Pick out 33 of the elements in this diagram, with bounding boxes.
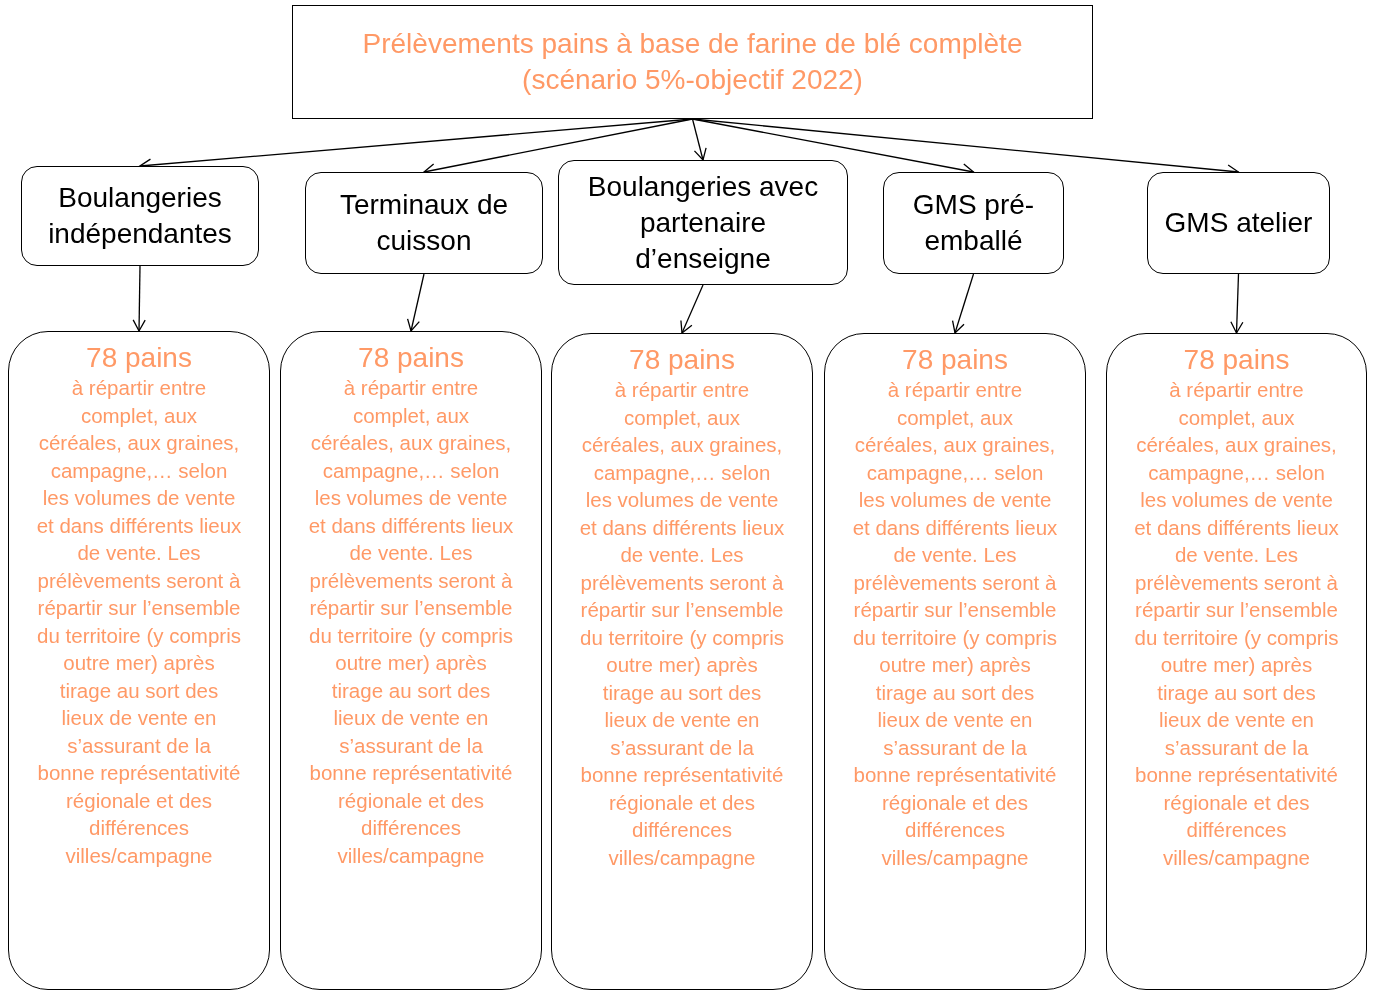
sampling-description: à répartir entre complet, aux céréales, aux graines, campagne,… selon les volumes de vente et dans différents lieux de vente. Les prélèvements seront à répartir sur l’ensemble du territoire (y compris outre mer) après tirage au sort des lieux de vente en s’assurant de la bonne représentativité régionale et des différences villes/campagne — [1134, 377, 1339, 871]
sampling-box — [824, 333, 1086, 990]
arrow — [680, 284, 704, 334]
category-box — [1147, 172, 1330, 274]
sample-count: 78 pains — [629, 344, 735, 376]
category-box — [305, 172, 543, 274]
category-box — [21, 166, 259, 266]
sampling-box — [8, 331, 270, 990]
sampling-box — [280, 331, 542, 990]
arrow — [691, 118, 707, 161]
sample-count: 78 pains — [358, 342, 464, 374]
arrow — [1230, 273, 1244, 334]
arrow — [406, 273, 425, 332]
sampling-description: à répartir entre complet, aux céréales, aux graines, campagne,… selon les volumes de vente et dans différents lieux de vente. Les prélèvements seront à répartir sur l’ensemble du territoire (y compris outre mer) après tirage au sort des lieux de vente en s’assurant de la bonne représentativité régionale et des différences villes/campagne — [36, 375, 242, 869]
category-label: Boulangeries avec partenaire d’enseigne — [586, 169, 820, 276]
sampling-description: à répartir entre complet, aux céréales, aux graines, campagne,… selon les volumes de vente et dans différents lieux de vente. Les prélèvements seront à répartir sur l’ensemble du territoire (y compris outre mer) après tirage au sort des lieux de vente en s’assurant de la bonne représentativité régionale et des différences villes/campagne — [852, 377, 1058, 871]
category-label: Terminaux de cuisson — [338, 188, 510, 258]
sample-count: 78 pains — [902, 344, 1008, 376]
category-box — [883, 172, 1064, 274]
title-text: Prélèvements pains à base de farine de blé complète (scénario 5%-objectif 2022) — [361, 27, 1024, 97]
sampling-description: à répartir entre complet, aux céréales, aux graines, campagne,… selon les volumes de vente et dans différents lieux de vente. Les prélèvements seront à répartir sur l’ensemble du territoire (y compris outre mer) après tirage au sort des lieux de vente en s’assurant de la bonne représentativité régionale et des différences villes/campagne — [308, 375, 514, 869]
category-label: GMS pré-emballé — [911, 188, 1036, 258]
category-box — [558, 160, 848, 285]
category-label: Boulangeries indépendantes — [47, 181, 233, 251]
category-label: GMS atelier — [1163, 206, 1314, 240]
sampling-box — [551, 333, 813, 990]
sampling-box — [1106, 333, 1367, 990]
arrow — [951, 273, 975, 334]
title-box — [292, 5, 1093, 119]
arrow — [132, 265, 146, 332]
sample-count: 78 pains — [86, 342, 192, 374]
sample-count: 78 pains — [1183, 344, 1290, 376]
sampling-description: à répartir entre complet, aux céréales, aux graines, campagne,… selon les volumes de vente et dans différents lieux de vente. Les prélèvements seront à répartir sur l’ensemble du territoire (y compris outre mer) après tirage au sort des lieux de vente en s’assurant de la bonne représentativité régionale et des différences villes/campagne — [579, 377, 785, 871]
